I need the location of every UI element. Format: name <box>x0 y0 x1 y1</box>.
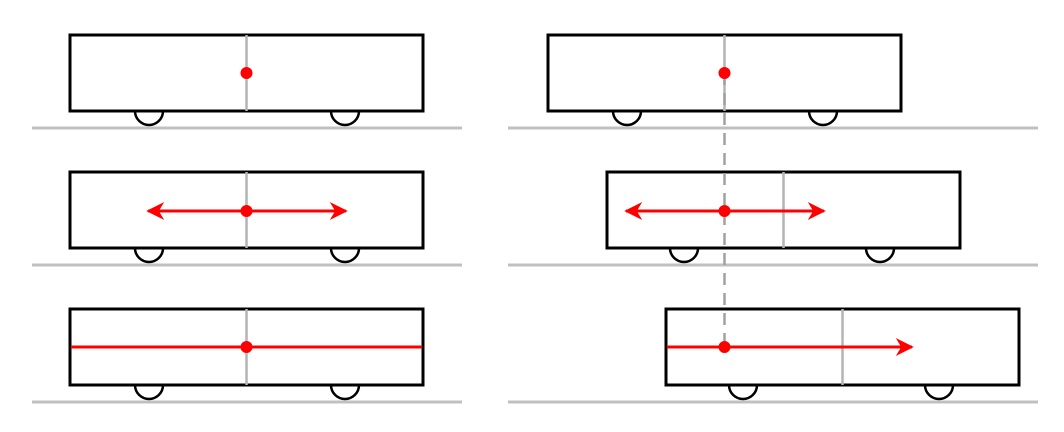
wheel-front <box>133 247 165 264</box>
center-of-mass-dot <box>718 205 731 217</box>
center-of-mass-dot <box>240 205 253 217</box>
left-row-2 <box>32 170 462 267</box>
right-row-3 <box>508 307 1038 404</box>
wheel-front <box>611 110 643 127</box>
wheel-rear <box>864 247 896 264</box>
center-of-mass-dot <box>718 341 731 353</box>
left-row-1 <box>32 33 462 130</box>
right-row-2-marks <box>624 202 826 220</box>
right-row-3-marks <box>667 338 914 356</box>
center-of-mass-dot <box>718 67 731 79</box>
right-row-1-marks <box>718 67 731 79</box>
wheel-rear <box>329 247 361 264</box>
wheel-front <box>727 384 759 401</box>
wheel-rear <box>329 110 361 127</box>
wheel-front <box>133 384 165 401</box>
wheel-front <box>668 247 700 264</box>
center-of-mass-dot <box>240 67 253 79</box>
center-of-mass-dot <box>240 341 253 353</box>
right-row-1 <box>508 33 1038 130</box>
wheel-rear <box>923 384 955 401</box>
right-row-2 <box>508 170 1038 267</box>
wheel-rear <box>807 110 839 127</box>
wheel-front <box>133 110 165 127</box>
left-row-3 <box>32 307 462 404</box>
wheel-rear <box>329 384 361 401</box>
